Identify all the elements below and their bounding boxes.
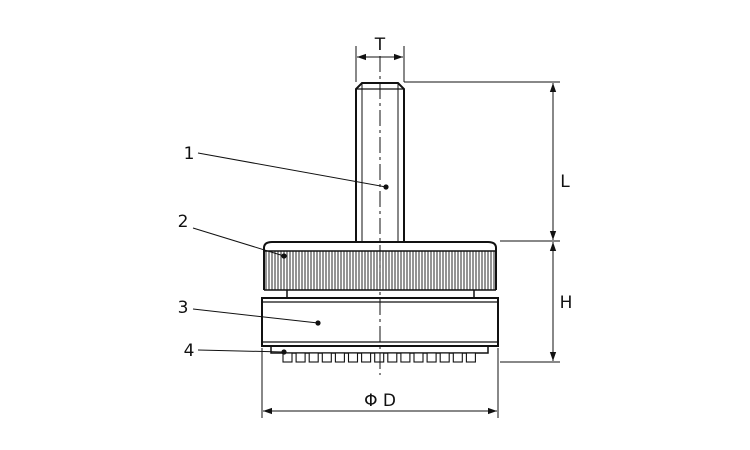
pad-tooth: [387, 352, 398, 363]
dimension-l: L: [404, 81, 570, 242]
callout-1-label: 1: [184, 144, 195, 164]
knob-neck: [286, 290, 475, 298]
callout-1: 1: [184, 144, 389, 190]
pad-teeth: [282, 352, 476, 363]
pad-tooth: [426, 352, 437, 363]
pad-tooth: [282, 352, 293, 363]
dimension-t: T: [355, 35, 405, 82]
pad-tooth: [347, 352, 359, 363]
callout-4-label: 4: [184, 341, 195, 361]
dimension-t-label: T: [374, 35, 386, 55]
pad-tooth: [465, 352, 476, 363]
dimension-diameter-label: Φ D: [364, 391, 396, 411]
pad-tooth: [374, 352, 385, 363]
pad-tooth: [400, 352, 411, 363]
dimension-l-label: L: [560, 172, 570, 192]
pad-tooth: [334, 352, 345, 363]
pad-tooth: [308, 352, 319, 363]
callout-2: 2: [178, 212, 287, 259]
pad-tooth: [413, 352, 424, 363]
callout-3: 3: [178, 298, 321, 326]
dimension-diameter: Φ D: [261, 348, 499, 418]
dimension-h-label: H: [560, 293, 573, 313]
callout-3-label: 3: [178, 298, 189, 318]
pad-tooth: [361, 352, 372, 363]
callout-2-label: 2: [178, 212, 189, 232]
pad-tooth: [321, 352, 332, 363]
knurl-pattern: [265, 251, 495, 290]
dimension-h: H: [500, 242, 573, 363]
pad-tooth: [295, 352, 306, 363]
pad-tooth: [452, 352, 463, 363]
callout-4: 4: [184, 341, 287, 361]
pad-tooth: [439, 352, 450, 363]
